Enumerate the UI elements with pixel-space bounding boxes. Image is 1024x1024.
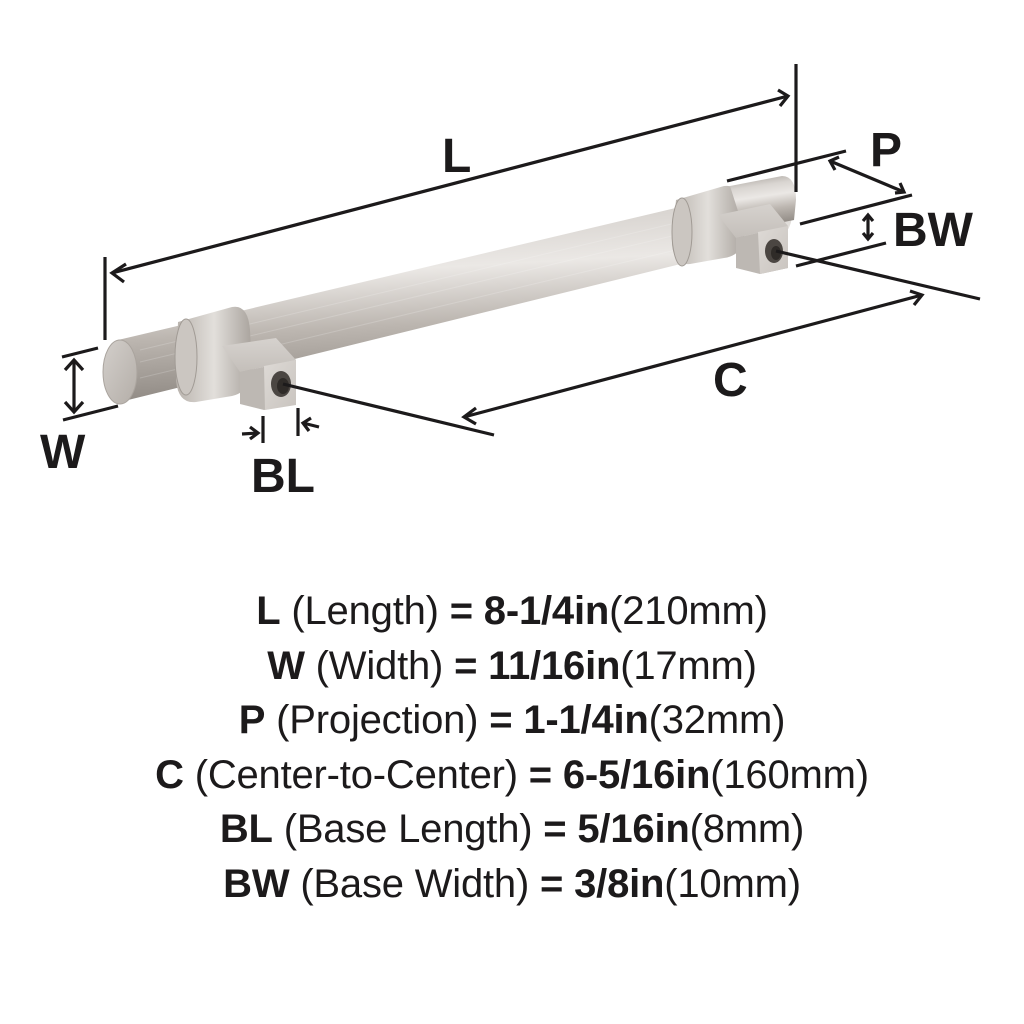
length-dimension-line xyxy=(111,94,789,275)
spec-inches: 1-1/4in xyxy=(523,698,649,742)
spec-mm: (17mm) xyxy=(620,643,757,688)
spec-name: (Length) xyxy=(291,589,439,633)
spec-inches: 11/16in xyxy=(488,643,621,688)
spec-equals: = xyxy=(528,752,552,797)
projection-dimension-line xyxy=(829,159,905,194)
spec-row-base-length: BL (Base Length) = 5/16in(8mm) xyxy=(0,802,1024,857)
spec-mm: (32mm) xyxy=(648,698,786,742)
spec-name: (Base Length) xyxy=(283,807,533,851)
label-W: W xyxy=(40,426,86,479)
spec-key: P xyxy=(238,698,266,742)
center-to-center-dimension-line xyxy=(463,293,923,419)
spec-mm: (160mm) xyxy=(710,752,869,797)
label-C: C xyxy=(713,354,748,407)
handle-rod xyxy=(118,186,793,400)
spec-mm: (8mm) xyxy=(689,807,805,851)
label-BW: BW xyxy=(893,204,974,257)
dimension-diagram: L P BW C W BL xyxy=(40,64,981,503)
spec-equals: = xyxy=(543,807,567,851)
dimension-lines xyxy=(61,64,981,443)
spec-name: (Projection) xyxy=(276,698,479,742)
left-collar xyxy=(174,306,252,403)
spec-inches: 5/16in xyxy=(577,807,690,851)
label-L: L xyxy=(442,130,471,183)
spec-inches: 6-5/16in xyxy=(562,752,711,797)
spec-equals: = xyxy=(489,698,513,742)
spec-row-base-width: BW (Base Width) = 3/8in(10mm) xyxy=(0,857,1024,912)
spec-key: BW xyxy=(223,861,290,906)
base-length-dimension-line-right xyxy=(302,421,320,429)
spec-inches: 3/8in xyxy=(574,861,665,906)
spec-equals: = xyxy=(449,589,473,633)
right-base-block xyxy=(718,204,788,274)
dimension-spec-list: L (Length) = 8-1/4in(210mm) W (Width) = … xyxy=(0,584,1024,911)
spec-row-center-to-center: C (Center-to-Center) = 6-5/16in(160mm) xyxy=(0,748,1024,803)
spec-equals: = xyxy=(454,643,489,688)
spec-mm: (210mm) xyxy=(609,589,768,633)
spec-inches: 8-1/4in xyxy=(483,589,610,633)
spec-row-width: W (Width) = 11/16in(17mm) xyxy=(0,639,1024,694)
label-P: P xyxy=(870,124,902,177)
spec-name: (Width) xyxy=(315,643,444,688)
spec-row-projection: P (Projection) = 1-1/4in(32mm) xyxy=(0,693,1024,748)
spec-key: BL xyxy=(219,807,273,851)
left-base-block xyxy=(222,338,296,410)
spec-row-length: L (Length) = 8-1/4in(210mm) xyxy=(0,584,1024,639)
bar-pull-handle xyxy=(102,176,796,410)
left-end-cap xyxy=(102,339,138,405)
spec-name: (Center-to-Center) xyxy=(194,752,518,797)
spec-key: W xyxy=(267,643,305,688)
spec-key: C xyxy=(155,752,184,797)
spec-mm: (10mm) xyxy=(664,861,801,906)
spec-equals: = xyxy=(540,861,564,906)
spec-key: L xyxy=(256,589,281,633)
spec-name: (Base Width) xyxy=(300,861,530,906)
label-BL: BL xyxy=(251,450,315,503)
